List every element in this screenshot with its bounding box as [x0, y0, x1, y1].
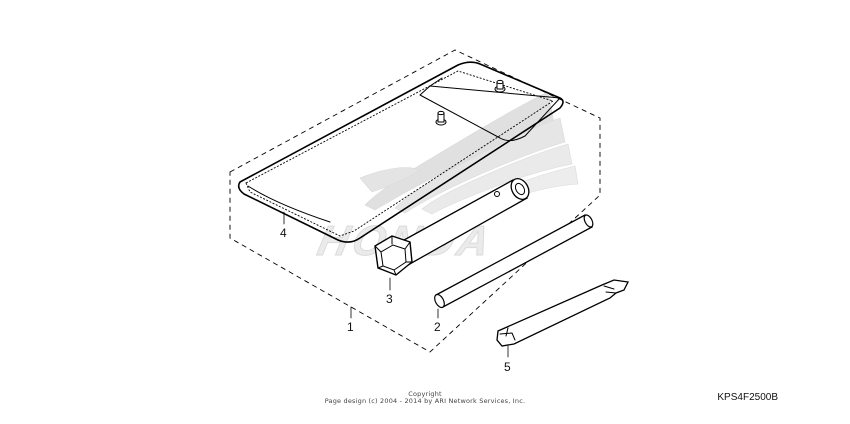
callout-1: 1 — [347, 320, 354, 334]
screwdriver-handle — [434, 214, 594, 309]
spark-plug-wrench — [374, 178, 530, 276]
leader-lines — [283, 211, 509, 358]
copyright-title: Copyright — [408, 390, 442, 398]
open-end-wrench — [496, 279, 629, 347]
kit-outline — [229, 49, 601, 353]
callout-3: 3 — [386, 292, 393, 306]
diagram-part-code: KPS4F2500B — [717, 392, 778, 403]
callout-2: 2 — [434, 320, 441, 334]
tool-bag — [237, 61, 564, 243]
callout-5: 5 — [504, 360, 511, 374]
callout-4: 4 — [280, 226, 287, 240]
copyright-line: Page design (c) 2004 - 2014 by ARI Netwo… — [324, 397, 526, 405]
